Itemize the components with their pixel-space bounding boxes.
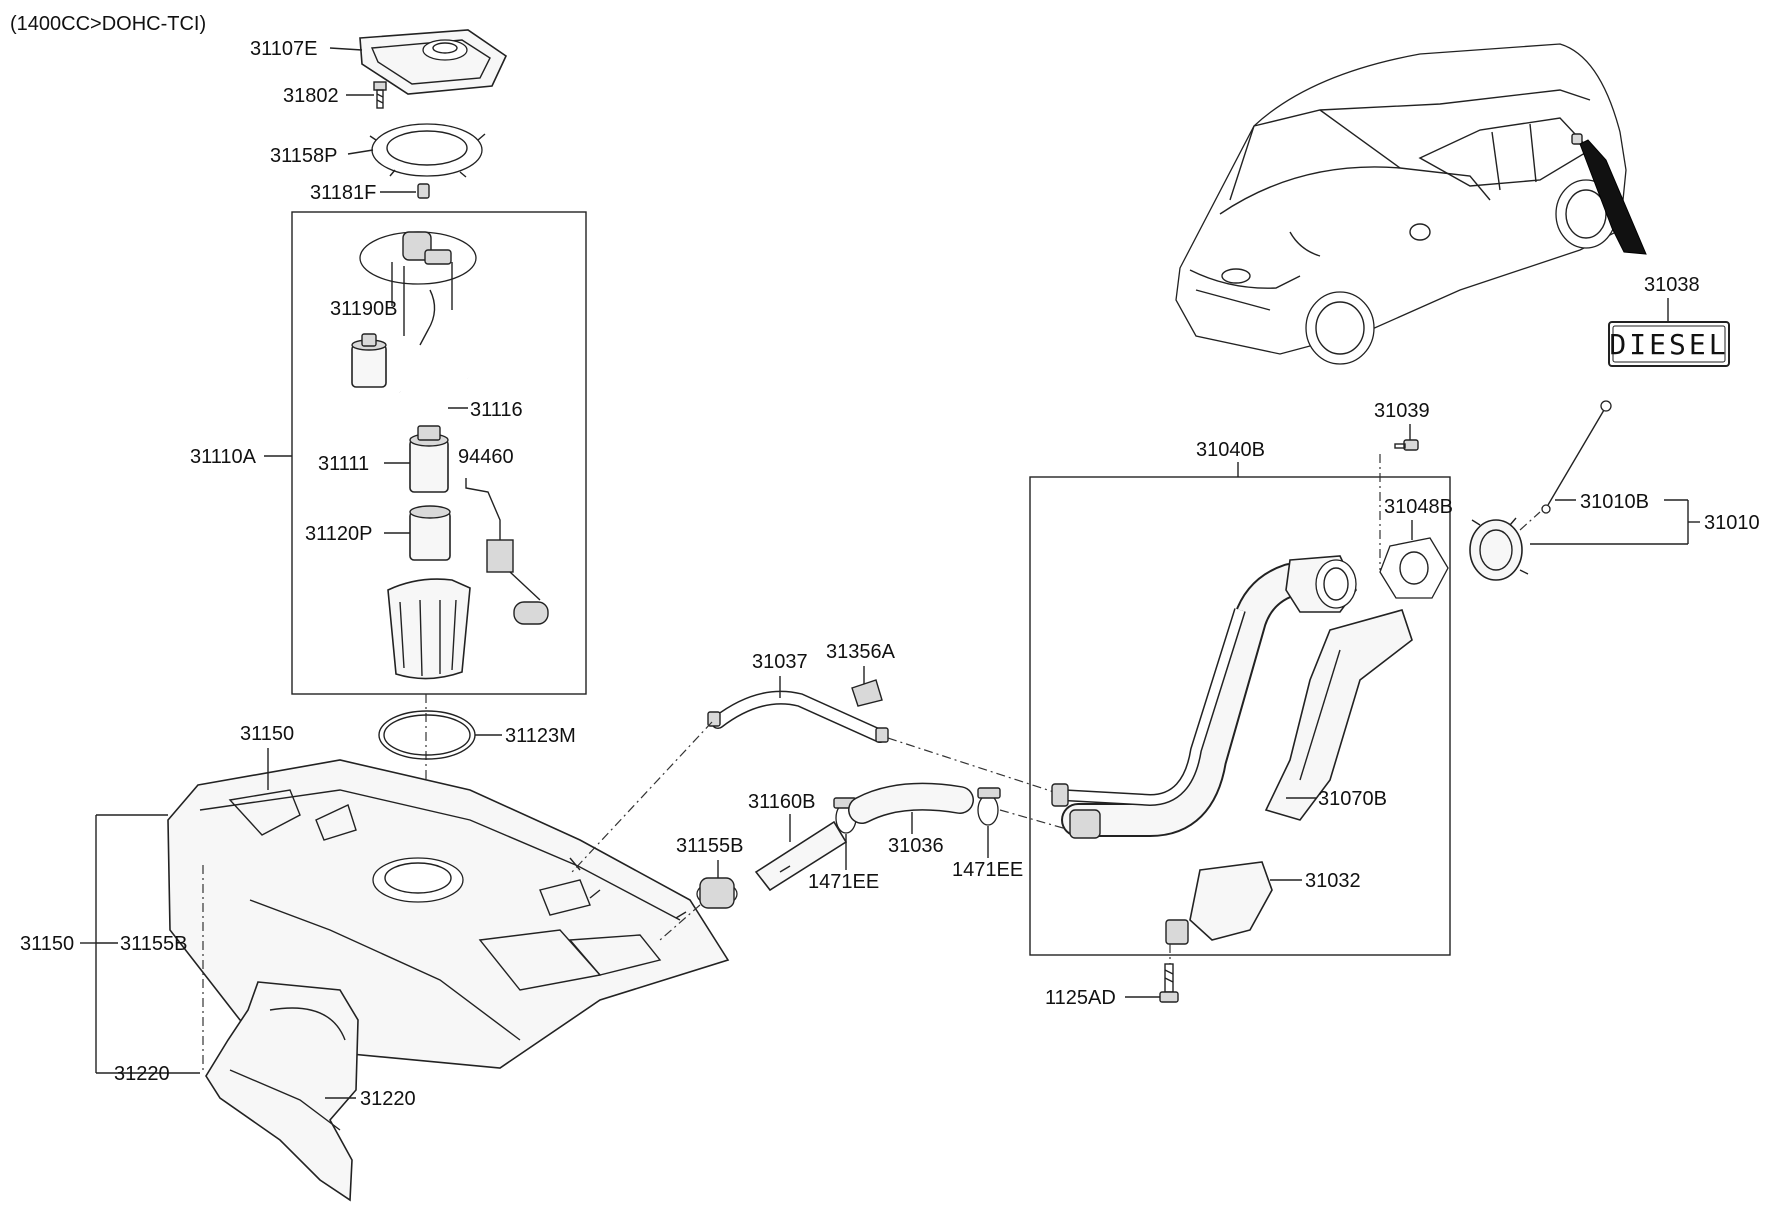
part-label-31110A: 31110A (190, 446, 257, 468)
gasket-31123M (378, 710, 476, 760)
strainer-31120P (409, 505, 451, 561)
pump-module-box-31110A (291, 211, 587, 695)
fuel-filter-31190B (351, 333, 387, 388)
bracket-31032 (1165, 861, 1273, 945)
part-label-31220-right: 31220 (360, 1088, 416, 1110)
part-label-31356A: 31356A (826, 641, 896, 663)
screw-31802 (373, 81, 387, 109)
part-label-31190B: 31190B (330, 298, 397, 320)
part-label-94460: 94460 (458, 446, 514, 468)
part-label-31802: 31802 (283, 85, 339, 107)
part-label-31111: 31111 (318, 453, 369, 475)
valve-31181F (417, 183, 430, 199)
hose-31116 (394, 370, 469, 411)
part-label-31116: 31116 (470, 399, 523, 421)
part-label-1471EE-b: 1471EE (952, 859, 1023, 881)
car-illustration (1175, 43, 1647, 365)
part-label-31010B: 31010B (1580, 491, 1649, 513)
gasket-31048B (1379, 537, 1449, 599)
diesel-decal-text: DIESEL (1609, 328, 1728, 361)
part-label-31038: 31038 (1644, 274, 1700, 296)
fuel-cap-31010 (1469, 517, 1529, 581)
part-label-31036: 31036 (888, 835, 944, 857)
fuel-sender-94460 (465, 478, 549, 625)
part-label-31220-left: 31220 (114, 1063, 170, 1085)
part-label-31155B-mid: 31155B (676, 835, 743, 857)
filler-neck-box-31040B (1029, 476, 1451, 956)
cover-plate-31107E (359, 29, 508, 95)
tether-31010B (1541, 400, 1612, 514)
reservoir-cup (387, 578, 471, 680)
vent-hose-31037 (707, 690, 889, 743)
part-label-31120P: 31120P (305, 523, 372, 545)
part-label-31158P: 31158P (270, 145, 337, 167)
screw-31039 (1394, 439, 1419, 451)
protector-31070B (1264, 609, 1413, 821)
filler-neck-31040B (1051, 555, 1357, 839)
part-label-31107E: 31107E (250, 38, 317, 60)
part-label-31070B: 31070B (1318, 788, 1387, 810)
part-label-31181F: 31181F (310, 182, 376, 204)
part-label-31037: 31037 (752, 651, 808, 673)
part-label-31010: 31010 (1704, 512, 1760, 534)
part-label-31040B: 31040B (1196, 439, 1265, 461)
part-label-31160B: 31160B (748, 791, 815, 813)
engine-variant-title: (1400CC>DOHC-TCI) (10, 13, 206, 35)
part-label-31032: 31032 (1305, 870, 1361, 892)
part-label-1125AD: 1125AD (1045, 987, 1116, 1009)
clamp-31155B (696, 877, 738, 909)
diesel-decal-31038: DIESEL (1608, 321, 1730, 367)
part-label-31150-left: 31150 (20, 933, 74, 955)
hose-31036 (848, 782, 974, 824)
part-label-31039: 31039 (1374, 400, 1430, 422)
part-label-31155B-left: 31155B (120, 933, 187, 955)
part-label-1471EE-a: 1471EE (808, 871, 879, 893)
heat-shield-31220 (205, 981, 359, 1202)
fuel-pump-31111 (409, 425, 449, 493)
part-label-31123M: 31123M (505, 725, 576, 747)
hose-clamp-1471EE-b (977, 787, 1001, 826)
part-label-31048B: 31048B (1384, 496, 1453, 518)
bolt-1125AD (1159, 963, 1179, 1003)
retainer-ring-31158P (369, 123, 486, 178)
part-label-31150-top: 31150 (240, 723, 294, 745)
clip-31356A (851, 679, 883, 707)
pump-flange (359, 231, 477, 346)
